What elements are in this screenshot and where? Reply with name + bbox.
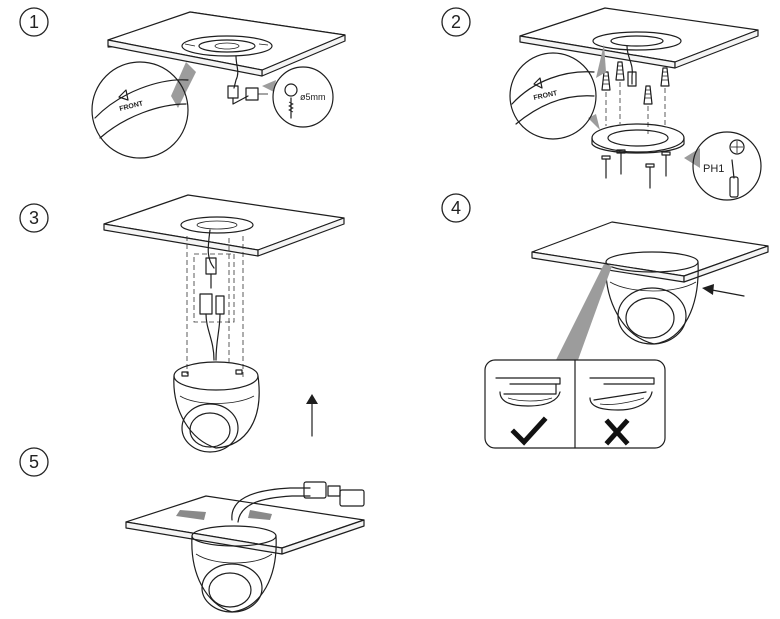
dome-camera <box>605 251 699 345</box>
step-2-number: 2 <box>441 7 471 37</box>
step-4-number: 4 <box>441 193 471 223</box>
cable-connector <box>227 55 268 105</box>
wall-anchors <box>601 61 670 134</box>
front-label: FRONT <box>119 100 145 113</box>
cross-mark-icon <box>604 418 630 446</box>
step-3-number: 3 <box>19 203 49 233</box>
drill-size-label: ø5mm <box>300 92 326 102</box>
step-5: 5 <box>19 447 365 613</box>
step-3: 3 <box>19 194 345 453</box>
ceiling-plate <box>107 11 346 77</box>
drill-callout: ø5mm <box>262 66 334 128</box>
screwdriver-icon <box>729 159 739 198</box>
svg-text:5: 5 <box>29 452 39 472</box>
detail-callout <box>484 264 666 449</box>
step-1-number: 1 <box>19 7 49 37</box>
ceiling-plate <box>103 194 345 257</box>
step-5-number: 5 <box>19 447 49 477</box>
mounting-base <box>180 216 254 269</box>
front-mark-callout: FRONT <box>91 61 196 159</box>
step-2: 2 <box>441 7 762 201</box>
correct-position-detail <box>495 377 561 446</box>
mounting-ring <box>591 123 685 154</box>
mounting-base <box>181 35 273 57</box>
front-mark-callout: FRONT <box>509 44 606 140</box>
step-1: 1 FRONT <box>19 7 346 159</box>
drill-bit-icon <box>284 83 298 119</box>
step-4: 4 <box>441 193 769 449</box>
front-label: FRONT <box>533 90 559 102</box>
screwdriver-callout: PH1 <box>684 131 762 201</box>
ceiling-plate <box>519 7 759 69</box>
dome-camera <box>191 525 277 613</box>
alignment-guides <box>186 236 244 380</box>
wrong-position-detail <box>589 377 655 446</box>
svg-text:4: 4 <box>451 198 461 218</box>
check-mark-icon <box>510 416 548 446</box>
svg-text:3: 3 <box>29 208 39 228</box>
screwdriver-size-label: PH1 <box>703 163 724 175</box>
arrow-up-icon <box>306 394 318 437</box>
cable-connectors <box>199 257 225 361</box>
phillips-head-icon <box>729 139 745 155</box>
svg-text:1: 1 <box>29 12 39 32</box>
arrow-left-icon <box>702 284 745 297</box>
screws <box>601 149 671 189</box>
svg-text:2: 2 <box>451 12 461 32</box>
cable-assembly <box>231 481 365 523</box>
dome-camera <box>173 361 260 453</box>
mounting-base-top <box>592 31 682 87</box>
